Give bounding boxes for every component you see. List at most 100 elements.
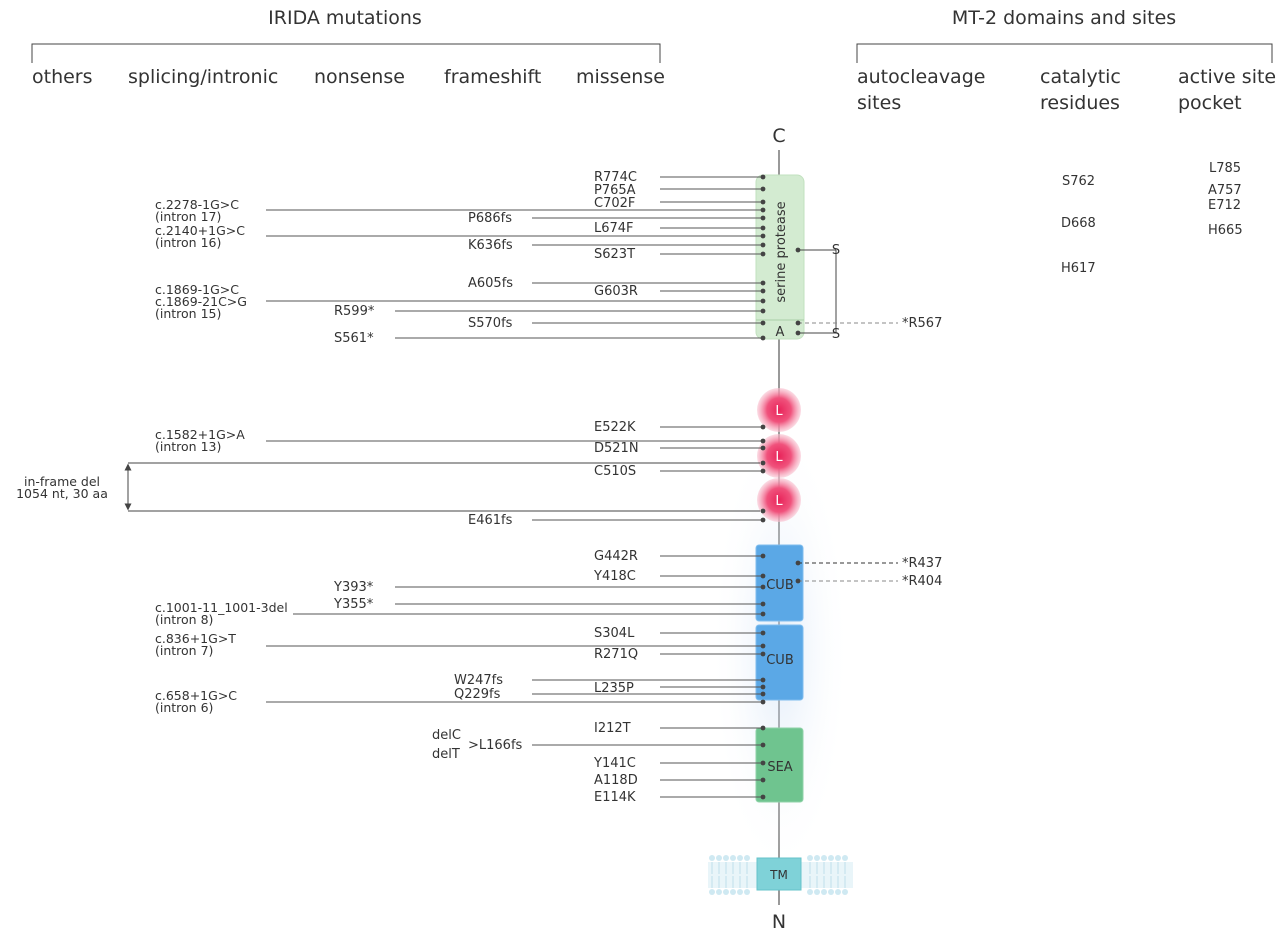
pocket-residue: L785 (1209, 161, 1241, 176)
frameshift-label: E461fs (468, 513, 513, 528)
lipid-head (814, 855, 820, 861)
lipid-head (821, 889, 827, 895)
irida-header: IRIDA mutations (268, 7, 422, 29)
category-autocleavage-l2: sites (857, 92, 901, 114)
nonsense-label: Y393* (333, 580, 374, 595)
c-terminus-label: C (772, 125, 785, 147)
other-label-l2: 1054 nt, 30 aa (16, 486, 108, 501)
frameshift-label: Q229fs (454, 687, 501, 702)
mt2-bracket (856, 43, 1273, 63)
category-pocket-l1: active site (1178, 66, 1276, 88)
tm-domain (756, 857, 802, 891)
mutation-site-dot (760, 601, 766, 607)
missense-label: E522K (594, 420, 636, 435)
missense-label: G442R (594, 549, 638, 564)
mutation-site-dot (760, 573, 766, 579)
category-nonsense: nonsense (314, 66, 405, 88)
frameshift-label: A605fs (468, 276, 513, 291)
splicing-label: c.2278-1G>C (155, 197, 239, 212)
lipid-head (821, 855, 827, 861)
splicing-label: c.658+1G>C (155, 688, 237, 703)
serine-protease-label: serine protease (774, 201, 789, 302)
autocleavage-label-r567: *R567 (902, 316, 942, 331)
ldl-label-2: L (775, 450, 783, 465)
splicing-label: (intron 8) (155, 612, 213, 627)
mutation-site-dot (760, 584, 766, 590)
mutation-lines (266, 174, 766, 800)
mutation-site-dot (760, 280, 766, 286)
catalytic-residue: D668 (1061, 216, 1096, 231)
mutation-site-dot (760, 207, 766, 213)
mutation-site-dot (760, 684, 766, 690)
mutation-site-dot (760, 611, 766, 617)
mutation-site-dot (760, 251, 766, 257)
splicing-label: c.1001-11_1001-3del (155, 600, 288, 615)
splicing-label: (intron 16) (155, 235, 221, 250)
missense-label: D521N (594, 441, 639, 456)
mutation-site-dot (760, 468, 766, 474)
category-catalytic-l1: catalytic (1040, 66, 1121, 88)
missense-label: A118D (594, 773, 638, 788)
delt-label: delT (432, 747, 460, 762)
missense-label: S623T (594, 247, 635, 262)
lipid-head (737, 889, 743, 895)
mutation-site-dot (760, 225, 766, 231)
disulfide-dot-top (795, 247, 801, 253)
missense-label: C702F (594, 196, 635, 211)
nonsense-label: S561* (334, 331, 374, 346)
lipid-head (709, 889, 715, 895)
ldl-domain-2 (757, 434, 801, 478)
mutation-site-dot (760, 174, 766, 180)
splicing-label: c.2140+1G>C (155, 223, 245, 238)
tm-label: TM (769, 868, 788, 882)
missense-label: C510S (594, 464, 636, 479)
mutation-site-dot (760, 288, 766, 294)
mutation-site-dot (760, 691, 766, 697)
missense-label: L674F (594, 221, 634, 236)
mutation-site-dot (760, 553, 766, 559)
mutation-site-dot (760, 699, 766, 705)
lipid-head (835, 855, 841, 861)
cub-label-1: CUB (766, 578, 794, 593)
autocleavage-label-r404: *R404 (902, 574, 942, 589)
mutation-site-dot (760, 215, 766, 221)
mutation-site-dot (760, 335, 766, 341)
category-splicing: splicing/intronic (128, 66, 278, 88)
serine-protease-domain (755, 174, 805, 340)
lipid-head (814, 889, 820, 895)
category-missense: missense (576, 66, 665, 88)
inframe-del-dot-bottom (760, 508, 766, 514)
mutation-site-dot (760, 242, 766, 248)
mutation-site-dot (760, 308, 766, 314)
missense-label: Y418C (593, 569, 636, 584)
sea-label: SEA (767, 760, 792, 775)
lipid-head (807, 889, 813, 895)
lipid-head (744, 889, 750, 895)
mutation-site-dot (760, 794, 766, 800)
mutation-site-dot (760, 438, 766, 444)
cub-domain-2 (755, 624, 804, 701)
splicing-label: (intron 6) (155, 700, 213, 715)
pocket-residue: E712 (1208, 198, 1241, 213)
lipid-head (807, 855, 813, 861)
sea-domain (755, 727, 804, 803)
mutation-site-dot (760, 199, 766, 205)
pocket-residue: A757 (1208, 183, 1242, 198)
missense-label: S304L (594, 626, 635, 641)
ldl-label-3: L (775, 494, 783, 509)
frameshift-label: S570fs (468, 316, 513, 331)
a-domain-label: A (776, 325, 785, 340)
other-label-l1: in-frame del (24, 474, 100, 489)
splicing-label: (intron 7) (155, 643, 213, 658)
ldl-label-1: L (775, 404, 783, 419)
splicing-label: (intron 15) (155, 306, 221, 321)
mutation-site-dot (760, 777, 766, 783)
missense-label: Y141C (593, 756, 636, 771)
missense-label: R774C (594, 170, 637, 185)
lipid-head (723, 855, 729, 861)
splicing-label: c.1869-1G>C (155, 282, 239, 297)
mutation-site-dot (760, 445, 766, 451)
lipid-head (730, 889, 736, 895)
mutation-site-dot (760, 320, 766, 326)
